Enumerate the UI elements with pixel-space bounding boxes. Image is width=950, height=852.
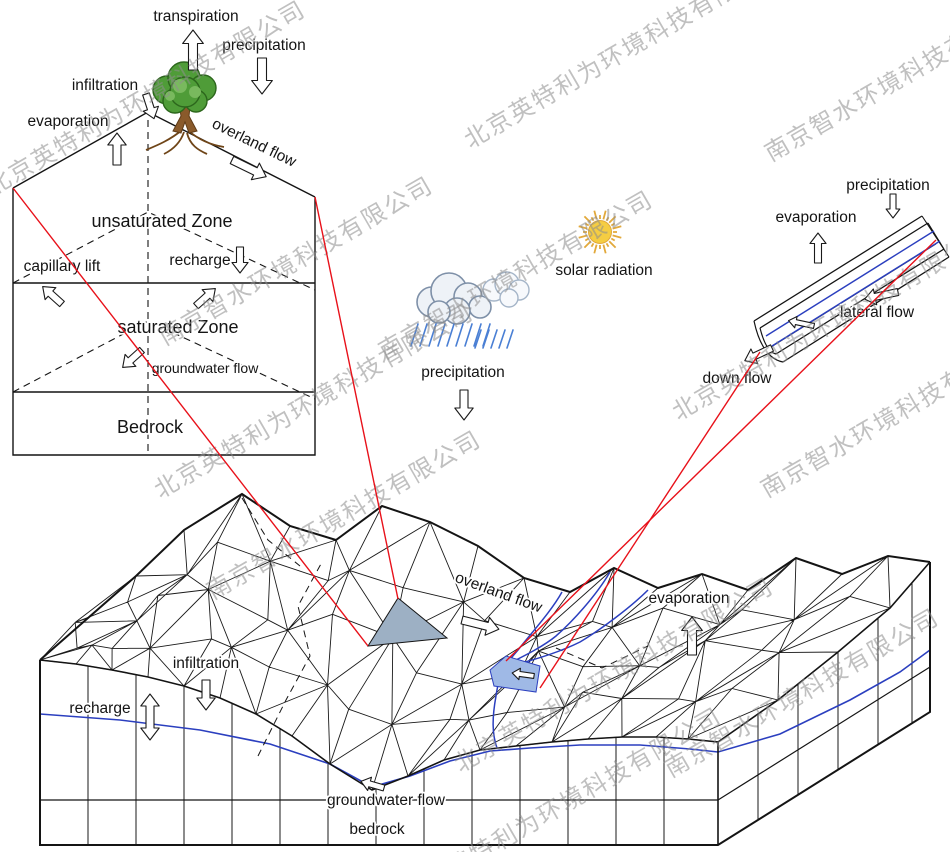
- sun-rays: [578, 210, 622, 254]
- label-infiltration-inset: infiltration: [72, 77, 138, 94]
- tree-icon: [145, 61, 225, 155]
- label-saturated-zone: saturated Zone: [117, 317, 238, 337]
- transpiration-arrow-icon: [182, 29, 204, 71]
- recharge-arrow-icon-terrain: [140, 693, 160, 741]
- tree-roots: [145, 129, 225, 155]
- overland-flow-arrow-icon-terrain: [460, 615, 500, 636]
- label-unsaturated-zone: unsaturated Zone: [91, 211, 232, 231]
- overland-flow-arrow-icon-inset: [229, 155, 267, 181]
- groundwater-flow-arrow-icon-inset: [122, 346, 145, 368]
- tree-canopy-highlights: [165, 79, 201, 101]
- terrain-right-top-edge: [717, 561, 931, 743]
- river-tributary-right: [509, 589, 649, 667]
- rain-lines: [410, 323, 514, 349]
- connector-soil-column-left: [12, 187, 369, 647]
- label-capillary-lift: capillary lift: [24, 258, 101, 275]
- label-evaporation-channel: evaporation: [775, 209, 856, 226]
- saturated-zone-arrow-icon: [193, 288, 216, 310]
- sun-icon: [578, 210, 622, 254]
- river-tributary-back: [511, 571, 611, 663]
- cloud-back: [482, 271, 530, 308]
- watermark: 南京智水环境科技有限公司: [760, 0, 950, 167]
- terrain-silhouette: [39, 492, 931, 661]
- connector-soil-column-right: [314, 196, 399, 600]
- water-table-line: [39, 649, 931, 788]
- precipitation-arrow-icon-channel: [885, 193, 901, 219]
- groundwater-flow-arrow-icon-terrain: [360, 776, 386, 792]
- label-groundwater-flow-terrain: groundwater flow: [327, 792, 446, 809]
- inset-connector-lines: [12, 187, 937, 689]
- label-recharge-inset: recharge: [169, 252, 230, 269]
- soil-column-hidden-edges: [12, 120, 316, 452]
- cloud-front: [416, 272, 492, 325]
- river-flow-arrow-icon: [511, 667, 535, 681]
- channel-far-end: [921, 215, 950, 258]
- label-bedrock-terrain: bedrock: [349, 821, 404, 838]
- label-solar-radiation: solar radiation: [555, 262, 652, 279]
- terrain-front-top-edge: [39, 659, 719, 845]
- label-overland-flow-terrain: overland flow: [453, 569, 545, 616]
- label-bedrock-inset: Bedrock: [117, 417, 184, 437]
- rain-icon: [410, 323, 514, 349]
- label-evaporation-inset: evaporation: [27, 113, 108, 130]
- label-infiltration-terrain: infiltration: [173, 655, 239, 672]
- precipitation-arrow-icon-inset: [251, 57, 273, 95]
- channel-flow-arrow-icon: [788, 315, 816, 329]
- label-overland-flow-inset: overland flow: [209, 115, 299, 171]
- label-precipitation-cloud: precipitation: [421, 364, 505, 381]
- label-recharge-terrain: recharge: [69, 700, 130, 717]
- label-precipitation-inset: precipitation: [222, 37, 306, 54]
- connector-channel-near: [539, 351, 761, 689]
- label-precipitation-channel: precipitation: [846, 177, 930, 194]
- channel-banks: [753, 215, 950, 363]
- label-evaporation-terrain: evaporation: [648, 590, 729, 607]
- label-transpiration: transpiration: [153, 8, 238, 25]
- label-lateral-flow: lateral flow: [840, 304, 915, 321]
- flow-arrows: [42, 29, 901, 792]
- cloud-icon: [410, 271, 530, 349]
- terrain-right-face: [718, 562, 930, 845]
- mesh-dashed-divide: [241, 497, 649, 757]
- recharge-arrow-icon-inset: [231, 246, 249, 274]
- face-grids: [87, 583, 913, 845]
- watermark: 北京英特利为环境科技有限公司: [460, 0, 789, 154]
- evaporation-arrow-icon-channel: [809, 232, 827, 264]
- connector-channel-far: [505, 239, 937, 662]
- face-grid-lines: [87, 583, 913, 845]
- bedrock-top-line: [40, 666, 931, 801]
- sun-ray-lines: [578, 210, 622, 254]
- evaporation-arrow-icon-inset: [107, 132, 127, 166]
- precipitation-arrow-icon-cloud: [454, 389, 474, 421]
- infiltration-arrow-icon-inset: [142, 92, 159, 120]
- label-groundwater-flow-inset: groundwater flow: [152, 360, 260, 376]
- evaporation-arrow-icon-terrain: [681, 616, 703, 656]
- sun-disc: [588, 220, 612, 244]
- highlighted-mesh-triangle: [367, 597, 449, 647]
- capillary-lift-arrow-icon: [42, 286, 65, 308]
- infiltration-arrow-icon-terrain: [196, 679, 216, 711]
- label-down-flow: down flow: [703, 370, 773, 387]
- channel-inset: [753, 215, 950, 363]
